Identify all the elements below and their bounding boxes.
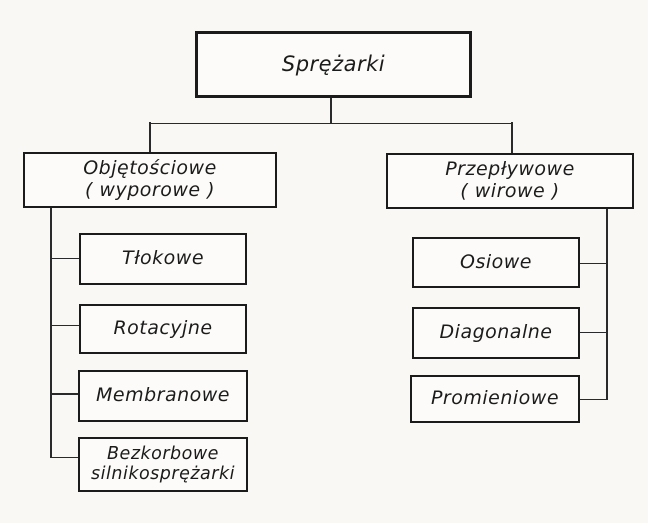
connector-root-drop — [330, 98, 332, 124]
connector-left-trunk — [50, 208, 52, 458]
connector-left-stub-3 — [50, 393, 78, 395]
leaf-node-diagonalne: Diagonalne — [412, 307, 580, 359]
root-node-sprezarki: Sprężarki — [195, 31, 472, 98]
leaf-node-bezkorbowe-silnikosprezarki: Bezkorbowe silnikosprężarki — [78, 437, 248, 492]
leaf-node-membranowe: Membranowe — [78, 370, 248, 422]
connector-left-branch-drop — [149, 122, 151, 153]
branch-node-objetosciowe: Objętościowe ( wyporowe ) — [23, 152, 277, 208]
branch-sublabel: ( wyporowe ) — [84, 179, 216, 201]
connector-right-stub-1 — [580, 262, 607, 265]
leaf-label: Membranowe — [95, 384, 230, 407]
leaf-label: Rotacyjne — [113, 317, 213, 340]
connector-right-stub-3 — [580, 398, 607, 401]
leaf-label: Promieniowe — [430, 387, 560, 410]
branch-label: Objętościowe — [83, 157, 217, 180]
leaf-label: Tłokowe — [121, 247, 205, 270]
leaf-label-line-2: silnikosprężarki — [91, 463, 235, 484]
connector-left-stub-4 — [50, 456, 78, 459]
leaf-label-line-1: Bezkorbowe — [107, 443, 219, 464]
connector-right-branch-drop — [511, 122, 513, 154]
connector-left-stub-2 — [50, 324, 79, 327]
leaf-node-promieniowe: Promieniowe — [410, 375, 580, 423]
leaf-node-osiowe: Osiowe — [412, 237, 580, 288]
connector-right-stub-2 — [580, 331, 607, 334]
leaf-label: Diagonalne — [439, 321, 553, 344]
root-node-label: Sprężarki — [281, 52, 386, 77]
leaf-node-rotacyjne: Rotacyjne — [79, 304, 247, 354]
leaf-label: Osiowe — [460, 250, 532, 273]
branch-sublabel: ( wirowe ) — [460, 180, 560, 202]
branch-node-przeplywowe: Przepływowe ( wirowe ) — [386, 153, 634, 209]
connector-top-horizontal — [149, 122, 512, 125]
leaf-node-tlokowe: Tłokowe — [79, 233, 247, 285]
branch-label: Przepływowe — [445, 158, 575, 181]
connector-right-trunk — [606, 209, 608, 400]
connector-left-stub-1 — [50, 257, 79, 260]
